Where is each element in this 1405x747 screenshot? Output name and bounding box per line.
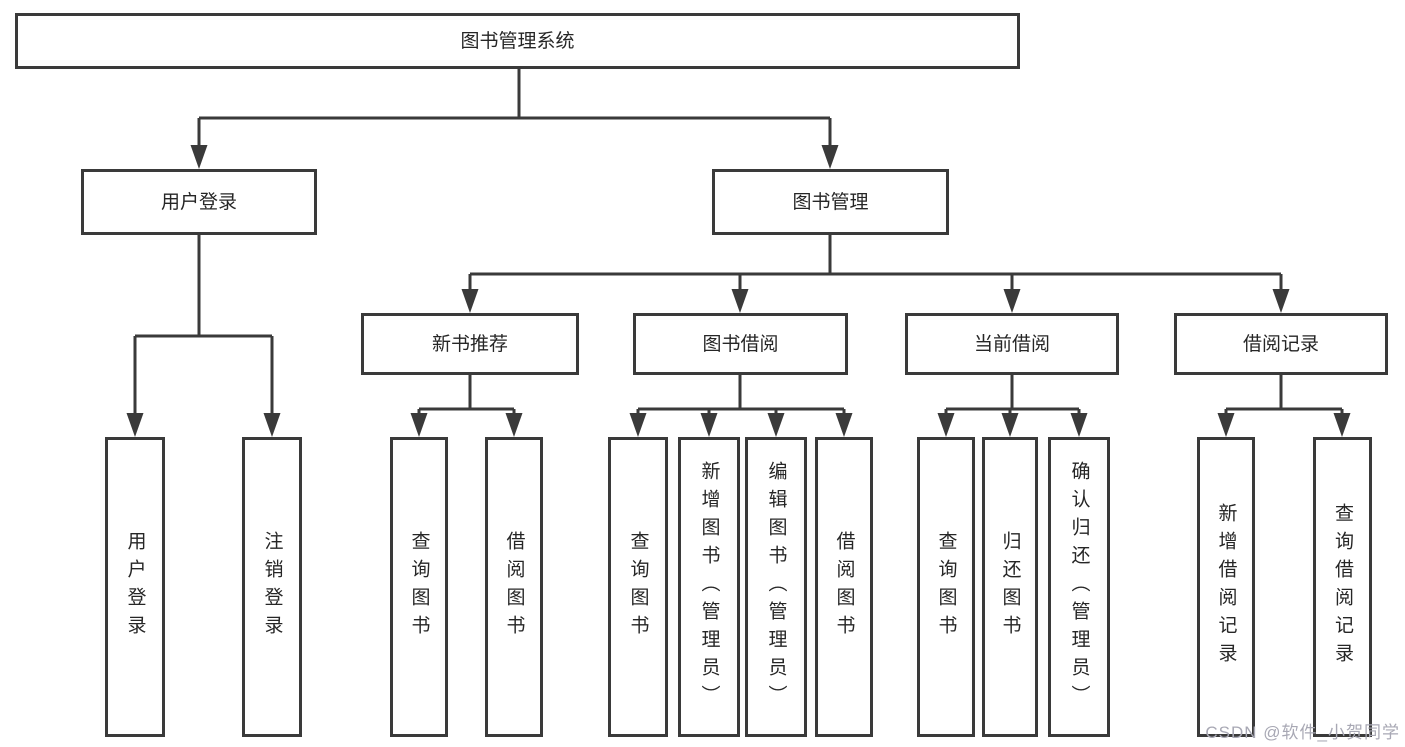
leaf-query-borrow-record-label: 查询借阅记录	[1332, 503, 1353, 671]
node-current-borrow-label: 当前借阅	[973, 333, 1050, 355]
node-user-login-label: 用户登录	[160, 191, 237, 213]
leaf-edit-book-admin-label: 编辑图书（管理员）	[765, 461, 787, 713]
leaf-query-borrow-record: 查询借阅记录	[1313, 437, 1372, 737]
node-borrow-records-label: 借阅记录	[1242, 333, 1319, 355]
leaf-user-login: 用户登录	[105, 437, 165, 737]
leaf-add-book-admin: 新增图书（管理员）	[678, 437, 740, 737]
node-new-book-recommend-label: 新书推荐	[431, 333, 508, 355]
leaf-return-book-label: 归还图书	[999, 531, 1021, 643]
leaf-confirm-return-admin-label: 确认归还（管理员）	[1068, 461, 1090, 713]
leaf-borrow-books-recommend: 借阅图书	[485, 437, 543, 737]
node-borrow-records: 借阅记录	[1174, 313, 1388, 375]
node-root: 图书管理系统	[15, 13, 1020, 69]
leaf-logout: 注销登录	[242, 437, 302, 737]
leaf-add-book-admin-label: 新增图书（管理员）	[698, 461, 720, 713]
leaf-confirm-return-admin: 确认归还（管理员）	[1048, 437, 1110, 737]
leaf-logout-label: 注销登录	[261, 531, 283, 643]
leaf-query-books-current-label: 查询图书	[935, 531, 957, 643]
leaf-add-borrow-record: 新增借阅记录	[1197, 437, 1255, 737]
leaf-borrow-books-recommend-label: 借阅图书	[503, 531, 525, 643]
node-book-management-label: 图书管理	[792, 191, 869, 213]
node-root-label: 图书管理系统	[460, 30, 575, 52]
watermark: CSDN @软件_小贺同学	[1205, 723, 1400, 742]
node-new-book-recommend: 新书推荐	[361, 313, 579, 375]
leaf-borrow-books-borrow: 借阅图书	[815, 437, 873, 737]
leaf-borrow-books-borrow-label: 借阅图书	[833, 531, 855, 643]
leaf-edit-book-admin: 编辑图书（管理员）	[745, 437, 807, 737]
leaf-return-book: 归还图书	[982, 437, 1038, 737]
node-book-borrow-label: 图书借阅	[702, 333, 779, 355]
leaf-query-books-recommend-label: 查询图书	[408, 531, 430, 643]
node-user-login: 用户登录	[81, 169, 317, 235]
leaf-user-login-label: 用户登录	[124, 531, 146, 643]
node-current-borrow: 当前借阅	[905, 313, 1119, 375]
leaf-query-books-recommend: 查询图书	[390, 437, 448, 737]
leaf-query-books-borrow-label: 查询图书	[627, 531, 649, 643]
node-book-management: 图书管理	[712, 169, 949, 235]
node-book-borrow: 图书借阅	[633, 313, 848, 375]
leaf-add-borrow-record-label: 新增借阅记录	[1215, 503, 1237, 671]
leaf-query-books-borrow: 查询图书	[608, 437, 668, 737]
leaf-query-books-current: 查询图书	[917, 437, 975, 737]
